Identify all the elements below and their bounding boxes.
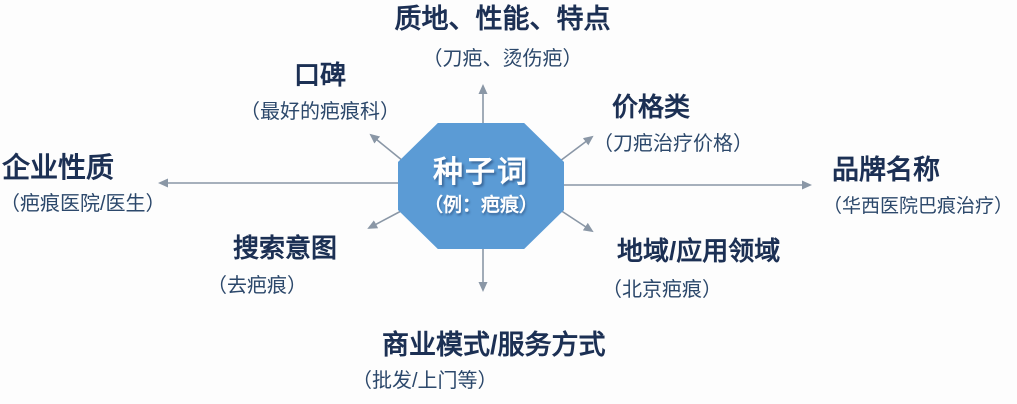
seed-word-node: 种子词 （例：疤痕） — [398, 123, 564, 249]
branch-enterprise-label: 企业性质 — [2, 152, 115, 183]
branch-intent-label: 搜索意图 — [233, 233, 338, 263]
branch-enterprise: 企业性质 （疤痕医院/医生） — [0, 152, 177, 216]
branch-price-label: 价格类 — [612, 92, 691, 122]
seed-word-example: （例：疤痕） — [423, 194, 538, 216]
branch-business-label: 商业模式/服务方式 — [382, 330, 606, 360]
branch-region-label: 地域/应用领域 — [617, 236, 781, 266]
branch-enterprise-example: （疤痕医院/医生） — [0, 193, 166, 216]
branch-texture: 质地、性能、特点 （刀疤、烫伤疤） — [375, 5, 630, 70]
branch-reputation-example: （最好的疤痕科） — [240, 101, 400, 124]
branch-business: 商业模式/服务方式 （批发/上门等） — [352, 331, 622, 392]
branch-texture-label: 质地、性能、特点 — [394, 4, 611, 34]
branch-region: 地域/应用领域 （北京疤痕） — [602, 236, 807, 302]
branch-texture-example: （刀疤、烫伤疤） — [422, 48, 583, 71]
arrow-top-right-icon — [559, 135, 594, 162]
branch-intent-example: （去疤痕） — [207, 275, 307, 298]
branch-reputation: 口碑 （最好的疤痕科） — [225, 60, 415, 124]
branch-price-example: （刀疤治疗价格） — [593, 133, 753, 156]
branch-business-example: （批发/上门等） — [352, 370, 498, 393]
branch-reputation-label: 口碑 — [293, 60, 346, 90]
branch-price: 价格类 （刀疤治疗价格） — [593, 92, 778, 156]
seed-word-title: 种子词 — [433, 155, 529, 189]
arrow-bottom-right-icon — [559, 209, 594, 233]
arrow-bottom-left-icon — [367, 209, 404, 229]
branch-region-example: （北京疤痕） — [602, 279, 722, 302]
branch-brand-label: 品牌名称 — [832, 155, 940, 185]
branch-brand: 品牌名称 （华西医院巴痕治疗） — [823, 156, 1017, 217]
branch-intent: 搜索意图 （去疤痕） — [207, 233, 372, 298]
branch-brand-example: （华西医院巴痕治疗） — [823, 196, 1014, 218]
arrow-top-left-icon — [369, 133, 404, 162]
